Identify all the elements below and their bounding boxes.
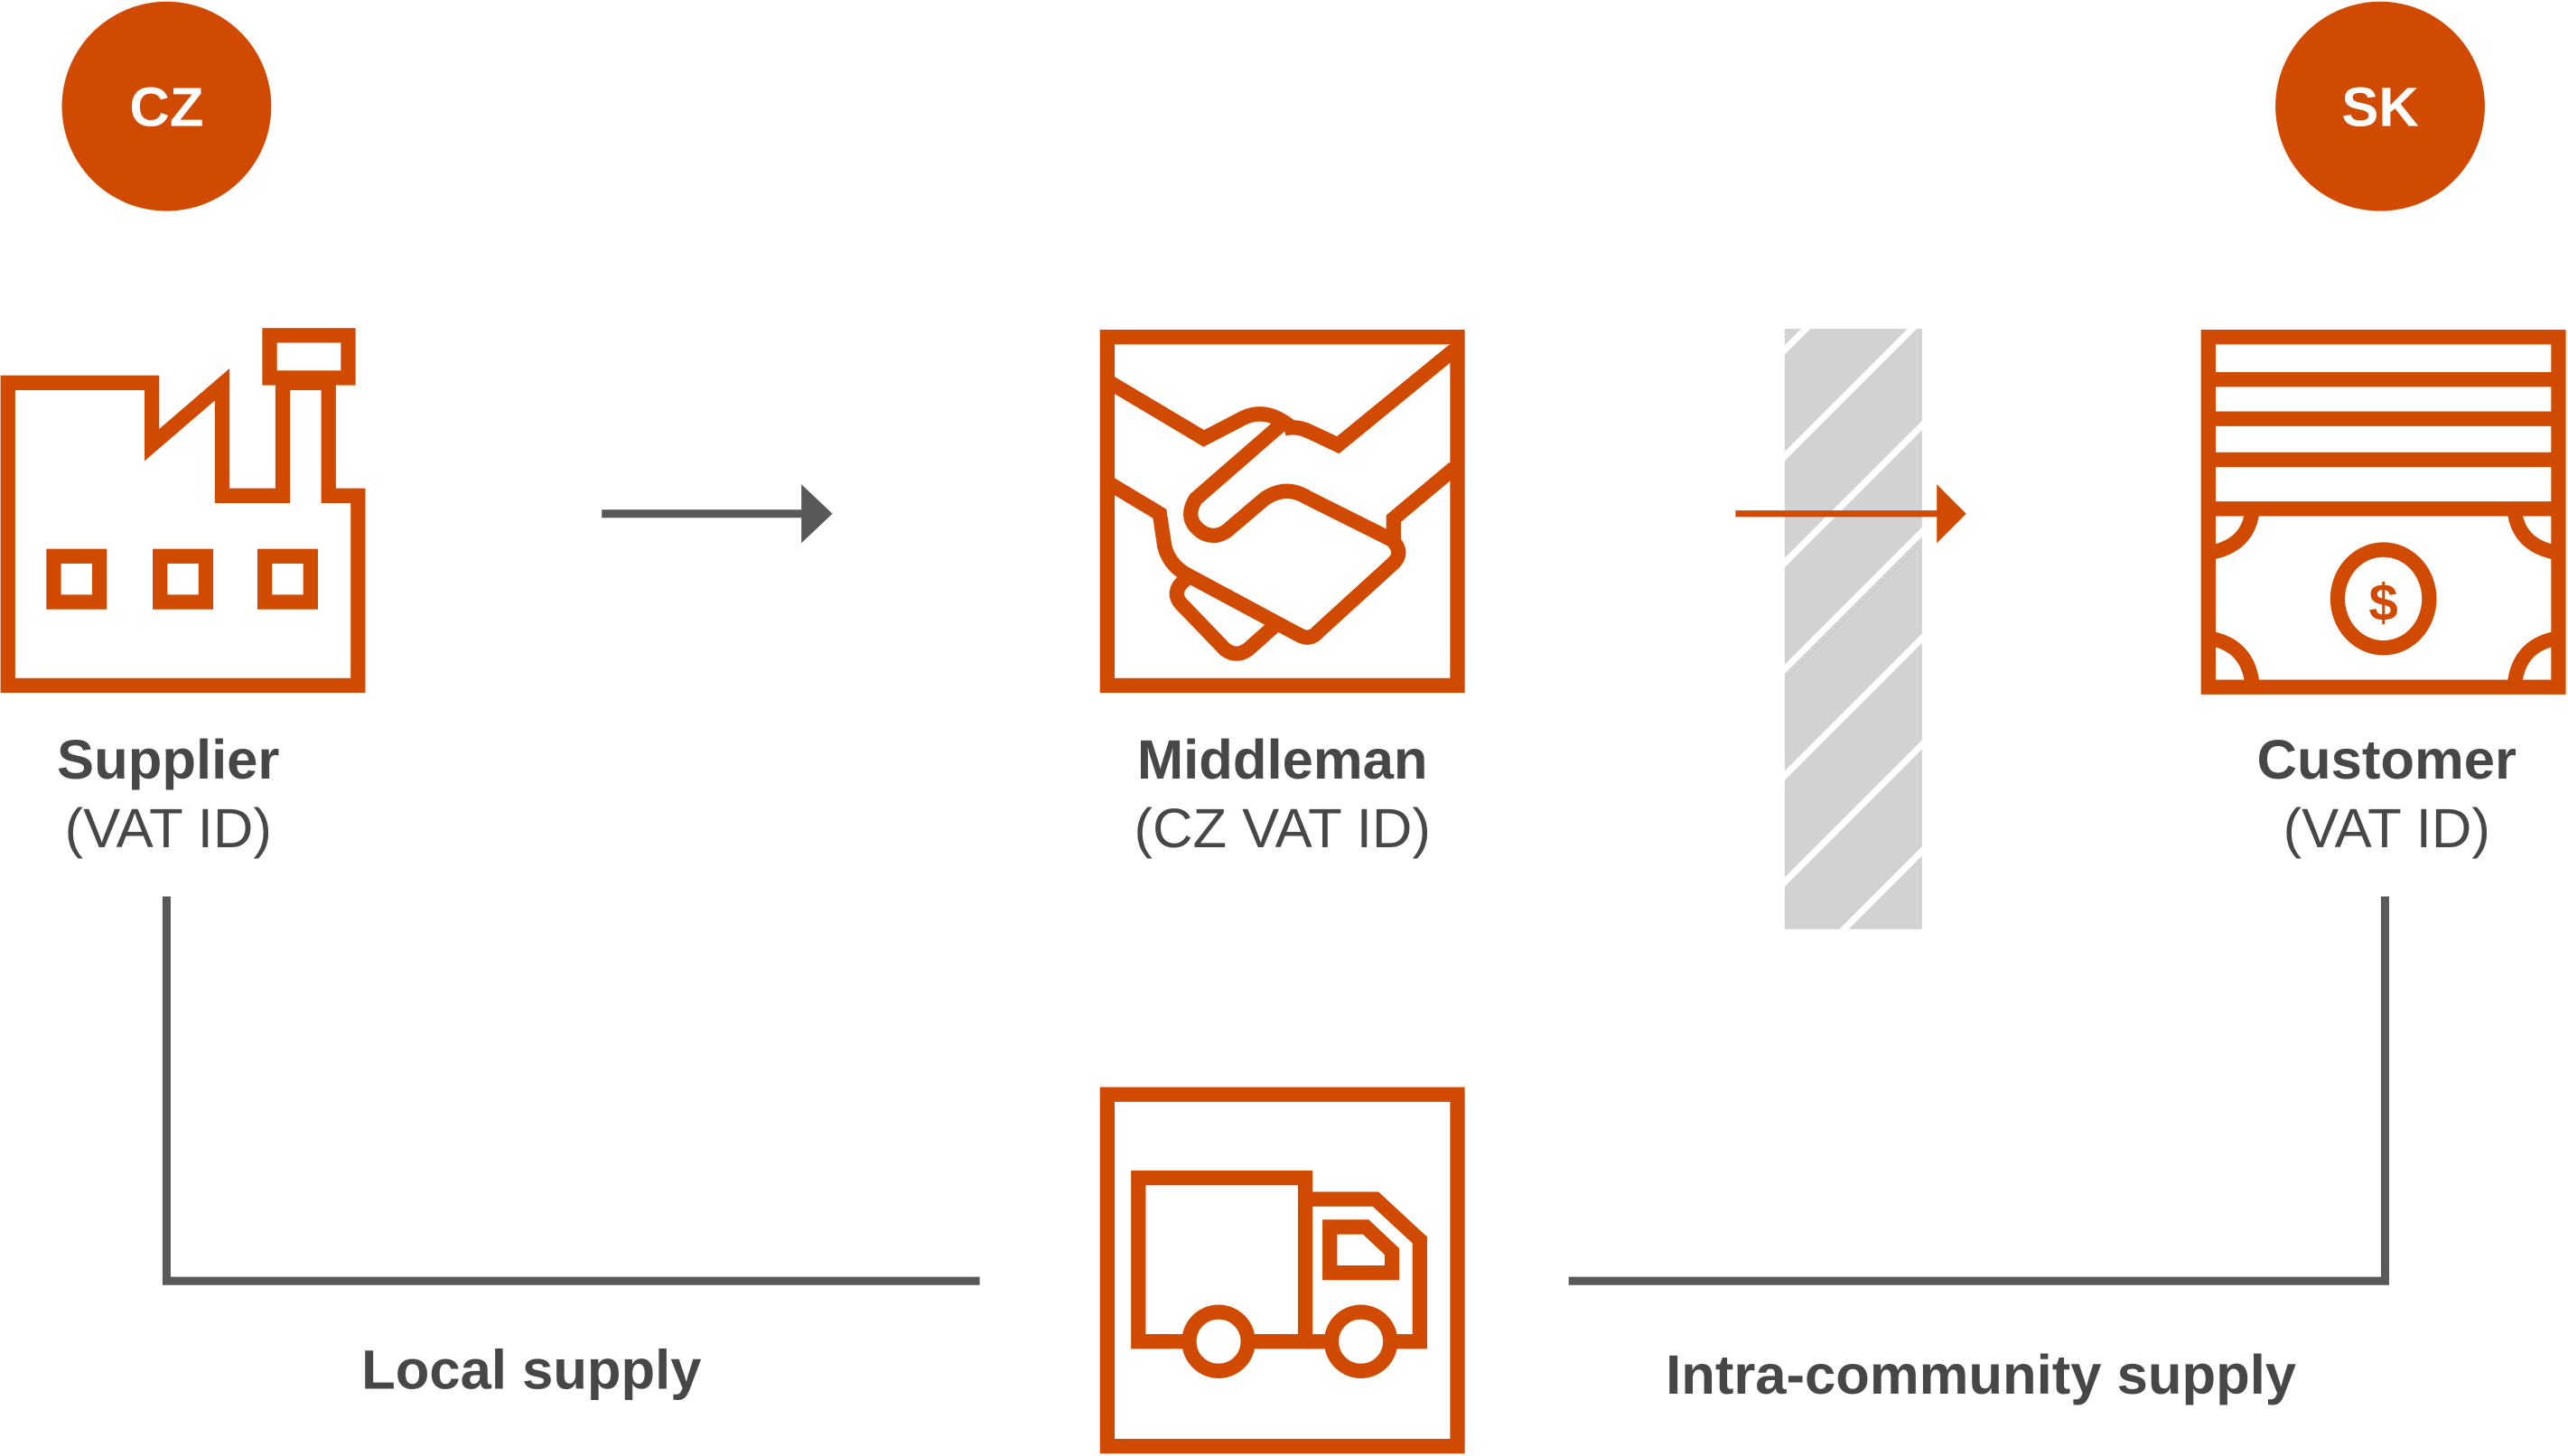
arrow-right-icon <box>1735 484 1966 544</box>
arrow-right-icon <box>602 484 833 544</box>
svg-text:$: $ <box>2369 574 2398 631</box>
country-badge-cz: CZ <box>61 1 272 211</box>
cash-register-icon: $ <box>2200 329 2566 695</box>
middleman-title: Middleman <box>1137 729 1428 791</box>
svg-text:CZ: CZ <box>129 76 203 138</box>
border-barrier <box>1784 329 1922 929</box>
local-supply-label: Local supply <box>361 1339 701 1402</box>
truck-icon <box>1099 1087 1465 1454</box>
middleman-subtitle: (CZ VAT ID) <box>1134 798 1430 860</box>
customer-subtitle: (VAT ID) <box>2283 798 2490 860</box>
customer-title: Customer <box>2257 729 2517 791</box>
country-badge-sk: SK <box>2275 1 2485 211</box>
handshake-icon <box>1099 329 1465 694</box>
intra-supply-line <box>1568 896 2389 1285</box>
intra-community-supply-label: Intra-community supply <box>1666 1344 2296 1406</box>
svg-text:SK: SK <box>2341 76 2419 138</box>
local-supply-line <box>162 896 980 1285</box>
supplier-title: Supplier <box>57 729 279 791</box>
factory-icon <box>0 328 366 694</box>
supplier-subtitle: (VAT ID) <box>65 798 272 860</box>
